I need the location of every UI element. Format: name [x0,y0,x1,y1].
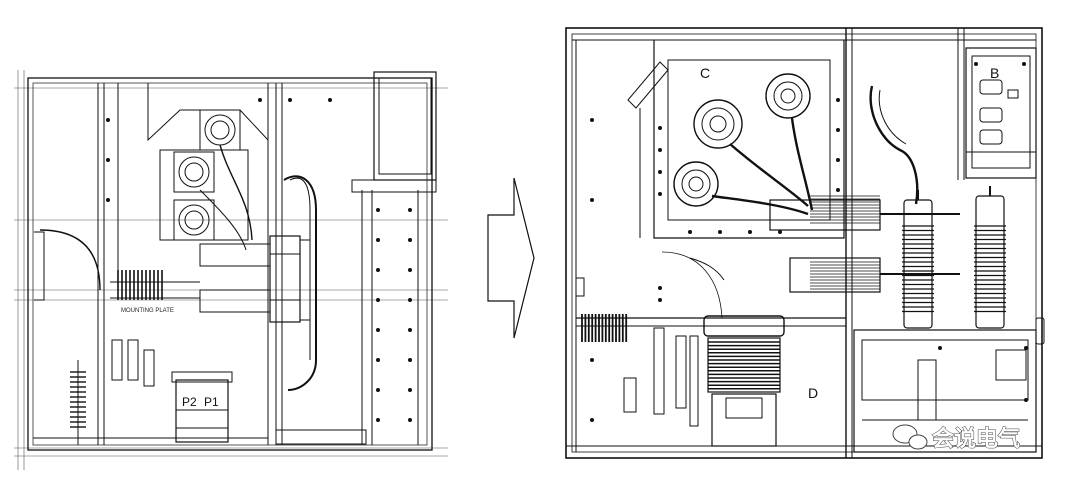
right-busbar-connections [769,199,960,293]
left-label-p1: P1 [204,395,219,409]
wechat-logo-icon [892,424,928,450]
label-d: D [808,385,818,401]
left-label-p2: P2 [182,395,197,409]
left-mounting-plate-label: MOUNTING PLATE [121,308,174,314]
left-contact-arms [199,235,311,323]
left-vertical-insulator-ribs [70,371,86,428]
compartment-b [965,47,1037,179]
right-pole-insulator-ribs [810,195,1006,313]
watermark: 会说电气 [892,424,1021,453]
left-bolt-markers [106,98,412,422]
left-insulator-ribs [117,270,163,300]
label-b: B [990,65,999,81]
compartment-c [653,40,845,239]
left-horizontal-insulator [110,281,200,299]
right-switchgear-drawing [565,27,1045,459]
left-cabinet-outline [27,77,433,451]
left-current-transformer [171,371,233,443]
voltage-transformer-ribs [708,341,780,390]
right-horizontal-insulator-ribs [581,314,628,342]
right-cabinet-outline [565,27,1043,459]
transition-arrow [487,177,535,339]
left-busbar-bushings [173,109,241,241]
left-dimension-lines [14,70,448,470]
right-busbar-bushings [673,73,811,207]
label-c: C [700,65,710,81]
left-switchgear-drawing [14,70,448,470]
circuit-breaker-truck [853,329,1037,453]
watermark-text: 会说电气 [932,426,1020,452]
right-bolt-markers [590,62,1028,438]
